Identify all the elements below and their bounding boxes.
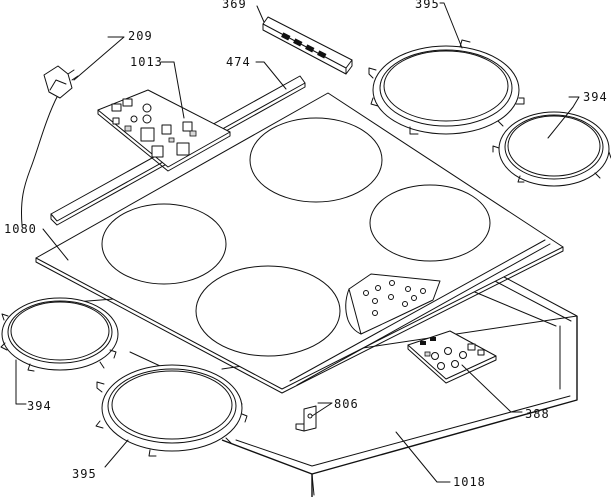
glass-top — [35, 92, 564, 394]
label-394-right: 394 — [583, 90, 608, 104]
part-labels: 369 395 209 1013 474 394 1080 394 806 38… — [4, 0, 608, 489]
power-board — [97, 89, 231, 172]
touch-controls — [363, 280, 426, 316]
label-369: 369 — [222, 0, 247, 11]
label-1080: 1080 — [4, 222, 37, 236]
label-1013: 1013 — [130, 55, 163, 69]
mounting-bracket — [295, 405, 317, 432]
leader-lines — [15, 2, 580, 483]
display-board — [262, 16, 353, 75]
label-395-bottom: 395 — [72, 467, 97, 481]
heating-element-left — [0, 297, 119, 372]
label-394-left: 394 — [27, 399, 52, 413]
zone-outline — [249, 117, 383, 203]
power-cord — [21, 65, 79, 226]
label-209: 209 — [128, 29, 153, 43]
zone-outline — [369, 184, 491, 262]
heating-element-right — [492, 111, 611, 187]
label-1018: 1018 — [453, 475, 486, 489]
zone-outline — [195, 265, 341, 357]
heating-element-bottom — [95, 364, 248, 457]
label-388: 388 — [525, 407, 550, 421]
zone-outline — [101, 203, 227, 285]
label-395-top: 395 — [415, 0, 440, 11]
control-board — [407, 330, 497, 384]
label-474: 474 — [226, 55, 251, 69]
label-806: 806 — [334, 397, 359, 411]
heating-element-top-right — [368, 39, 525, 135]
